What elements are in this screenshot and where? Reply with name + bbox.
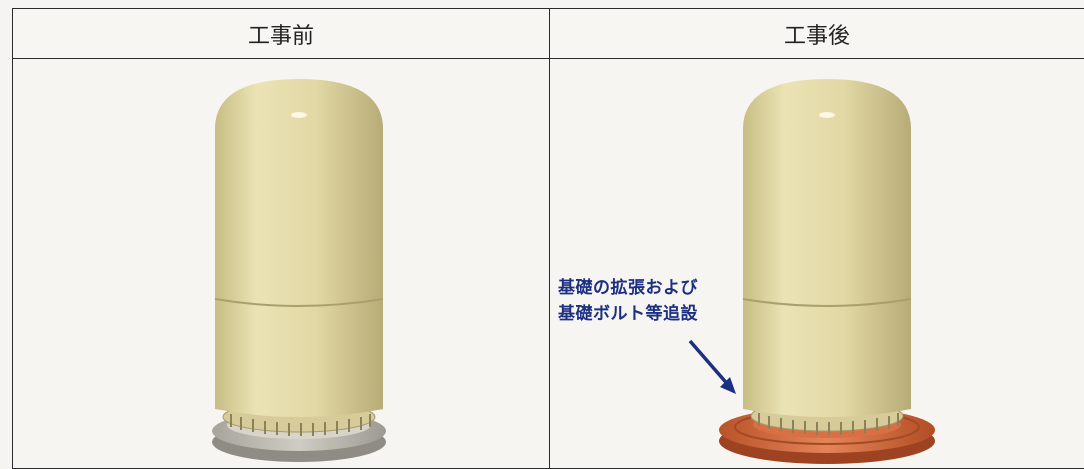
image-row: 基礎の拡張および 基礎ボルト等追設	[12, 58, 1084, 469]
tank-body	[215, 79, 383, 417]
anchor-ribs	[758, 413, 899, 435]
header-after: 工事後	[549, 8, 1084, 59]
anchor-ribs	[230, 414, 371, 436]
annotation-arrowhead	[720, 377, 736, 394]
after-cell: 基礎の拡張および 基礎ボルト等追設	[549, 58, 1084, 469]
tank-after-illustration	[688, 79, 935, 464]
header-before: 工事前	[12, 8, 550, 59]
tank-body	[743, 79, 911, 417]
annotation-line-2: 基礎ボルト等追設	[558, 304, 698, 324]
tank-seam	[214, 298, 384, 307]
annotation-arrow	[688, 339, 732, 389]
annotation-line-1: 基礎の拡張および	[558, 278, 698, 298]
before-cell	[12, 58, 550, 469]
tank-before-illustration	[212, 79, 386, 462]
annotation-text: 基礎の拡張および 基礎ボルト等追設	[558, 275, 698, 327]
header-row: 工事前 工事後	[12, 8, 1084, 59]
comparison-table: 工事前 工事後	[12, 8, 1084, 469]
tank-seam	[742, 298, 912, 307]
